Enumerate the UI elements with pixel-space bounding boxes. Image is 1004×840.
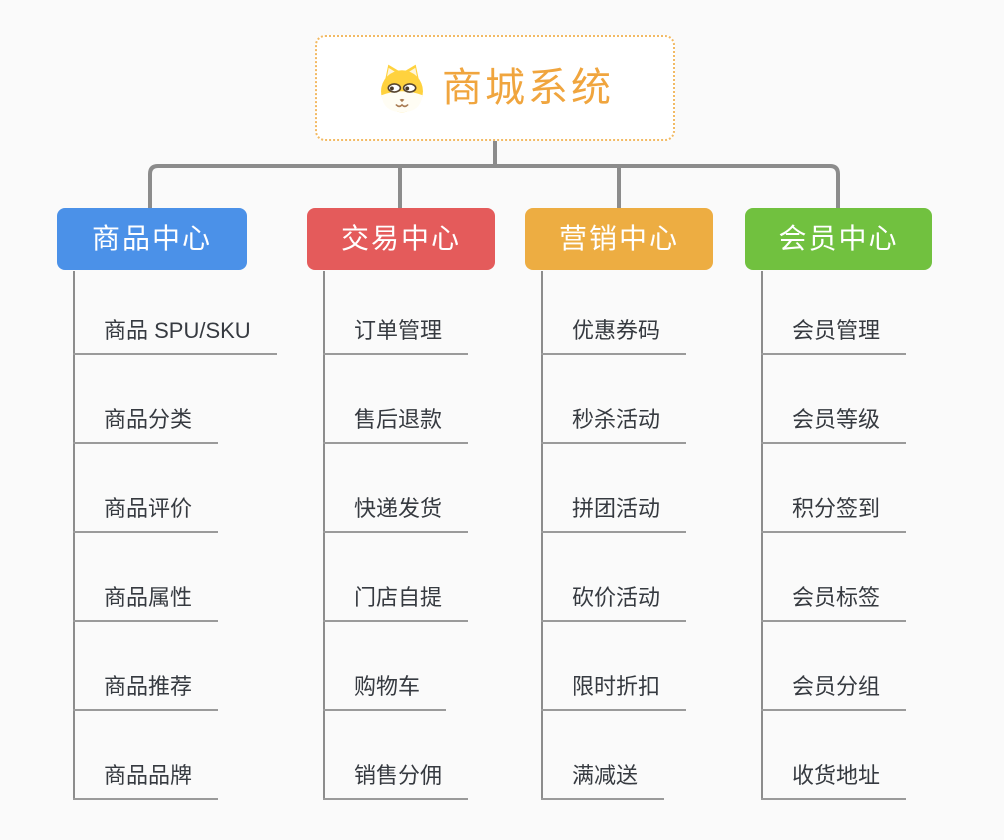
leaf-node[interactable]: 订单管理: [323, 318, 469, 355]
root-title: 商城系统: [442, 66, 614, 110]
branch-node-2[interactable]: 交易中心: [307, 208, 495, 270]
leaf-node[interactable]: 商品推荐: [73, 674, 219, 711]
leaf-row: 销售分佣: [323, 711, 469, 800]
leaf-row: 订单管理: [323, 266, 469, 355]
leaf-node[interactable]: 购物车: [323, 674, 447, 711]
root-node[interactable]: 商城系统: [315, 35, 675, 141]
bus-connector: [148, 164, 840, 210]
branch-spine: [323, 271, 325, 800]
leaf-node[interactable]: 商品属性: [73, 585, 219, 622]
leaf-row: 收货地址: [761, 711, 907, 800]
leaf-node[interactable]: 门店自提: [323, 585, 469, 622]
leaf-row: 会员管理: [761, 266, 907, 355]
leaf-row: 满减送: [541, 711, 686, 800]
leaf-row: 限时折扣: [541, 622, 687, 711]
leaf-list: 商品 SPU/SKU 商品分类商品评价商品属性商品推荐商品品牌: [73, 266, 277, 800]
leaf-row: 拼团活动: [541, 444, 687, 533]
leaf-node[interactable]: 拼团活动: [541, 496, 687, 533]
leaf-node[interactable]: 满减送: [541, 763, 665, 800]
leaf-row: 优惠券码: [541, 266, 687, 355]
leaf-node[interactable]: 限时折扣: [541, 674, 687, 711]
leaf-row: 商品分类: [73, 355, 277, 444]
leaf-node[interactable]: 售后退款: [323, 407, 469, 444]
leaf-node[interactable]: 商品分类: [73, 407, 219, 444]
branch-column-3: 营销中心 优惠券码秒杀活动拼团活动砍价活动限时折扣满减送: [525, 208, 795, 828]
leaf-node[interactable]: 销售分佣: [323, 763, 469, 800]
leaf-row: 商品推荐: [73, 622, 277, 711]
branch-spine: [761, 271, 763, 800]
branch-label: 交易中心: [340, 223, 461, 254]
leaf-row: 售后退款: [323, 355, 469, 444]
leaf-node[interactable]: 会员等级: [761, 407, 907, 444]
leaf-row: 会员等级: [761, 355, 907, 444]
leaf-row: 秒杀活动: [541, 355, 687, 444]
branch-node-4[interactable]: 会员中心: [745, 208, 932, 270]
leaf-node[interactable]: 秒杀活动: [541, 407, 687, 444]
dog-face-icon: [381, 64, 423, 113]
leaf-node[interactable]: 收货地址: [761, 763, 907, 800]
leaf-node[interactable]: 快递发货: [323, 496, 469, 533]
leaf-node[interactable]: 优惠券码: [541, 318, 687, 355]
leaf-row: 快递发货: [323, 444, 469, 533]
leaf-row: 会员分组: [761, 622, 907, 711]
branch-spine: [541, 271, 543, 800]
leaf-row: 商品 SPU/SKU: [73, 266, 277, 355]
leaf-node[interactable]: 商品评价: [73, 496, 219, 533]
branch-column-1: 商品中心 商品 SPU/SKU 商品分类商品评价商品属性商品推荐商品品牌: [57, 208, 327, 828]
branch-node-1[interactable]: 商品中心: [57, 208, 247, 270]
branch-column-4: 会员中心 会员管理会员等级积分签到会员标签会员分组收货地址: [745, 208, 1004, 828]
leaf-list: 会员管理会员等级积分签到会员标签会员分组收货地址: [761, 266, 907, 800]
leaf-row: 砍价活动: [541, 533, 687, 622]
leaf-row: 会员标签: [761, 533, 907, 622]
leaf-node[interactable]: 会员分组: [761, 674, 907, 711]
leaf-node[interactable]: 商品 SPU/SKU: [73, 318, 277, 355]
leaf-node[interactable]: 会员管理: [761, 318, 907, 355]
branch-label: 会员中心: [778, 223, 899, 254]
leaf-list: 优惠券码秒杀活动拼团活动砍价活动限时折扣满减送: [541, 266, 687, 800]
branch-node-3[interactable]: 营销中心: [525, 208, 713, 270]
leaf-row: 商品评价: [73, 444, 277, 533]
leaf-node[interactable]: 积分签到: [761, 496, 907, 533]
branch-spine: [73, 271, 75, 800]
leaf-node[interactable]: 会员标签: [761, 585, 907, 622]
leaf-row: 积分签到: [761, 444, 907, 533]
branch-column-2: 交易中心 订单管理售后退款快递发货门店自提购物车销售分佣: [307, 208, 577, 828]
leaf-node[interactable]: 砍价活动: [541, 585, 687, 622]
leaf-list: 订单管理售后退款快递发货门店自提购物车销售分佣: [323, 266, 469, 800]
leaf-row: 商品属性: [73, 533, 277, 622]
leaf-row: 商品品牌: [73, 711, 277, 800]
leaf-row: 购物车: [323, 622, 468, 711]
branch-label: 商品中心: [91, 223, 212, 254]
branch-label: 营销中心: [558, 223, 679, 254]
leaf-node[interactable]: 商品品牌: [73, 763, 219, 800]
leaf-row: 门店自提: [323, 533, 469, 622]
